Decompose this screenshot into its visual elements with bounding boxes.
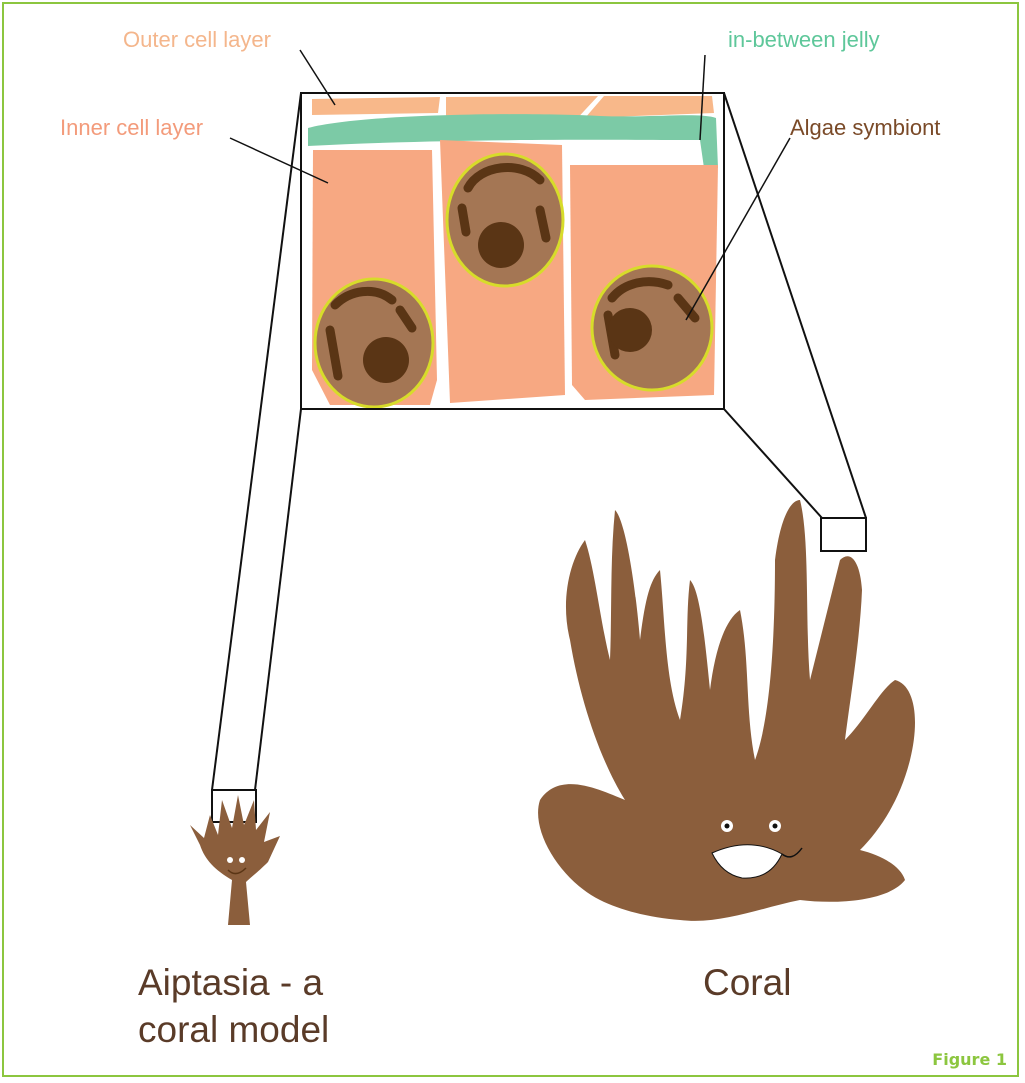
figure-label: Figure 1 (932, 1050, 1007, 1069)
in-between-jelly-label: in-between jelly (728, 27, 880, 52)
algae-symbiont-2 (315, 279, 433, 407)
coral-zoom-box (821, 518, 866, 551)
aiptasia-label-line2: coral model (138, 1009, 329, 1050)
aiptasia-label-line1: Aiptasia - a (138, 962, 324, 1003)
algae-symbiont-1 (447, 154, 563, 286)
coral-label: Coral (703, 962, 791, 1003)
coral-illustration (538, 500, 915, 921)
algae-symbiont-label: Algae symbiont (790, 115, 940, 140)
inner-cell-layer-label: Inner cell layer (60, 115, 203, 140)
aiptasia-illustration (190, 795, 280, 925)
algae-symbiont-3 (592, 266, 712, 390)
outer-cell-layer-label: Outer cell layer (123, 27, 271, 52)
cell-zoom-view (301, 93, 724, 409)
